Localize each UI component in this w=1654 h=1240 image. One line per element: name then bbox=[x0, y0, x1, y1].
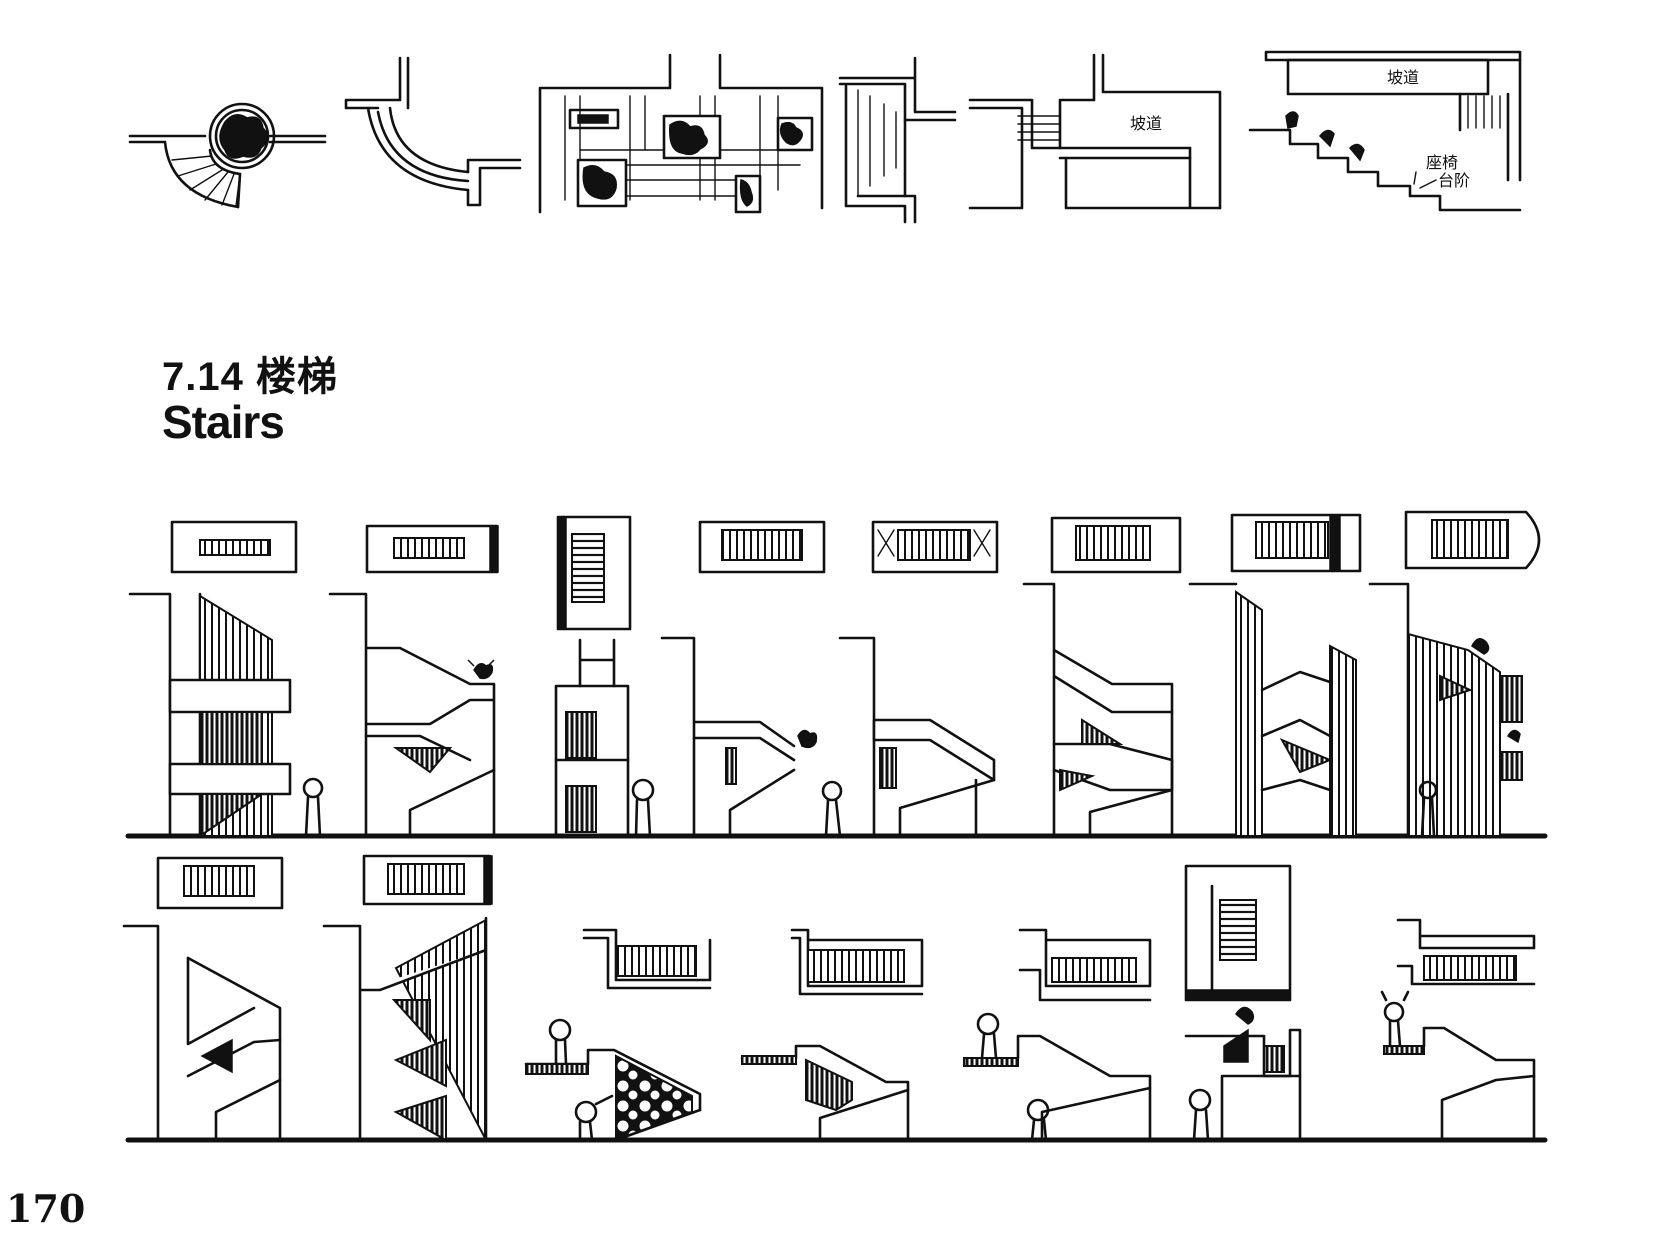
person-figure bbox=[1380, 990, 1410, 1048]
stair-section-6 bbox=[1022, 582, 1174, 838]
seat-label: 座椅 bbox=[1426, 153, 1458, 172]
person-figure bbox=[821, 780, 843, 838]
person-figure bbox=[976, 1012, 1000, 1060]
stair-section-4 bbox=[660, 636, 843, 838]
person-figure bbox=[1026, 1098, 1050, 1142]
section-number-title: 7.14 楼梯 bbox=[162, 355, 338, 399]
section-title-english: Stairs bbox=[162, 396, 285, 448]
person-figure bbox=[302, 777, 324, 838]
person-figure bbox=[631, 778, 655, 838]
row1-plans bbox=[170, 510, 1541, 631]
stair-section-r2-6 bbox=[1184, 1006, 1302, 1142]
ramp-label-top: 坡道 bbox=[1387, 68, 1419, 87]
ramp-plan: 坡道 bbox=[968, 53, 1222, 210]
stair-section-r2-3 bbox=[524, 1018, 702, 1142]
terraced-planter-stair-plan bbox=[538, 53, 824, 214]
stair-section-3 bbox=[554, 638, 655, 838]
ramp-seat-steps-section: 坡道 座椅 台阶 bbox=[1248, 50, 1522, 212]
ramp-label: 坡道 bbox=[1130, 114, 1162, 133]
stair-section-r2-7 bbox=[1380, 990, 1536, 1142]
curved-stair-plan bbox=[344, 56, 522, 207]
top-strip-sketches: 坡道 坡道 座椅 台阶 bbox=[128, 50, 1522, 224]
spiral-stair-plan bbox=[128, 102, 327, 209]
page-number: 170 bbox=[6, 1186, 86, 1231]
stair-section-1 bbox=[128, 592, 324, 838]
stair-section-r2-4 bbox=[740, 1044, 910, 1142]
stair-section-5 bbox=[838, 636, 996, 838]
person-figure bbox=[1418, 780, 1438, 838]
stair-section-r2-1 bbox=[122, 924, 282, 1142]
person-figure bbox=[1188, 1088, 1212, 1142]
stair-section-r2-5 bbox=[963, 1012, 1152, 1142]
stairs-row-1 bbox=[125, 510, 1548, 839]
stairs-row-2 bbox=[122, 854, 1548, 1143]
person-figure bbox=[574, 1094, 614, 1142]
step-label: 台阶 bbox=[1438, 171, 1470, 190]
row2-plans bbox=[156, 854, 1536, 1002]
stair-section-2 bbox=[328, 592, 496, 838]
person-figure bbox=[548, 1018, 572, 1066]
stair-section-7 bbox=[1188, 582, 1357, 837]
stair-section-8 bbox=[1368, 582, 1523, 838]
stair-section-r2-2 bbox=[322, 916, 488, 1142]
stepped-corridor-plan bbox=[838, 56, 957, 224]
